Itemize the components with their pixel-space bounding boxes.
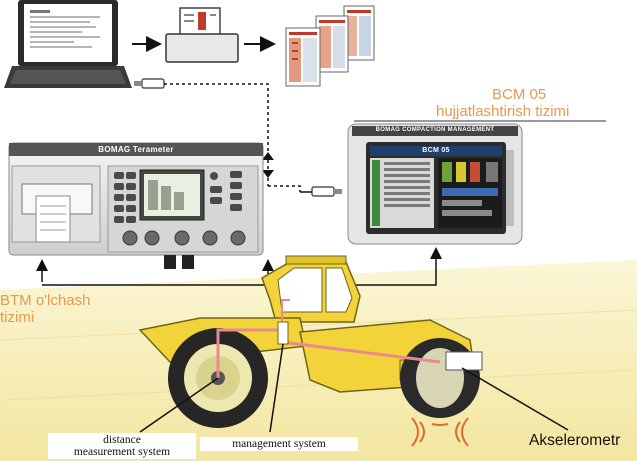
vibration-waves xyxy=(411,417,469,447)
accelerometer-callout-line xyxy=(461,367,569,431)
bcm-label-line1: BCM 05 xyxy=(492,86,547,103)
double-arrow xyxy=(262,152,274,178)
bcm-label-line2: hujjatlashtirish tizimi xyxy=(436,103,570,120)
bcm-device xyxy=(347,123,523,245)
usb-cable-icon xyxy=(134,78,165,89)
bcm-screen-title: BCM 05 xyxy=(422,147,450,154)
data-link-laptop xyxy=(164,83,269,186)
document-stack-icon xyxy=(285,5,375,87)
distance-caption-line2: measurement system xyxy=(73,446,171,459)
terameter-title: BOMAG Terameter xyxy=(98,145,174,154)
management-callout-line xyxy=(269,343,284,433)
report-printer xyxy=(165,7,239,63)
distance-callout-line xyxy=(139,377,219,433)
distance-caption-line1: distance xyxy=(103,434,141,446)
distance-measurement-caption: distance measurement system xyxy=(48,433,196,460)
bcm-device-title: BOMAG COMPACTION MANAGEMENT xyxy=(375,127,495,133)
btm-label-line2: tizimi xyxy=(0,309,35,326)
laptop-icon xyxy=(4,0,132,88)
usb-plug-bcm xyxy=(311,186,342,197)
terameter-device xyxy=(8,142,264,269)
btm-label-line1: BTM o'lchash xyxy=(0,292,91,309)
akselerometr-label: Akselerometr xyxy=(529,432,621,449)
management-system-caption: management system xyxy=(200,437,358,452)
wire-roller-to-bcm xyxy=(42,247,442,286)
